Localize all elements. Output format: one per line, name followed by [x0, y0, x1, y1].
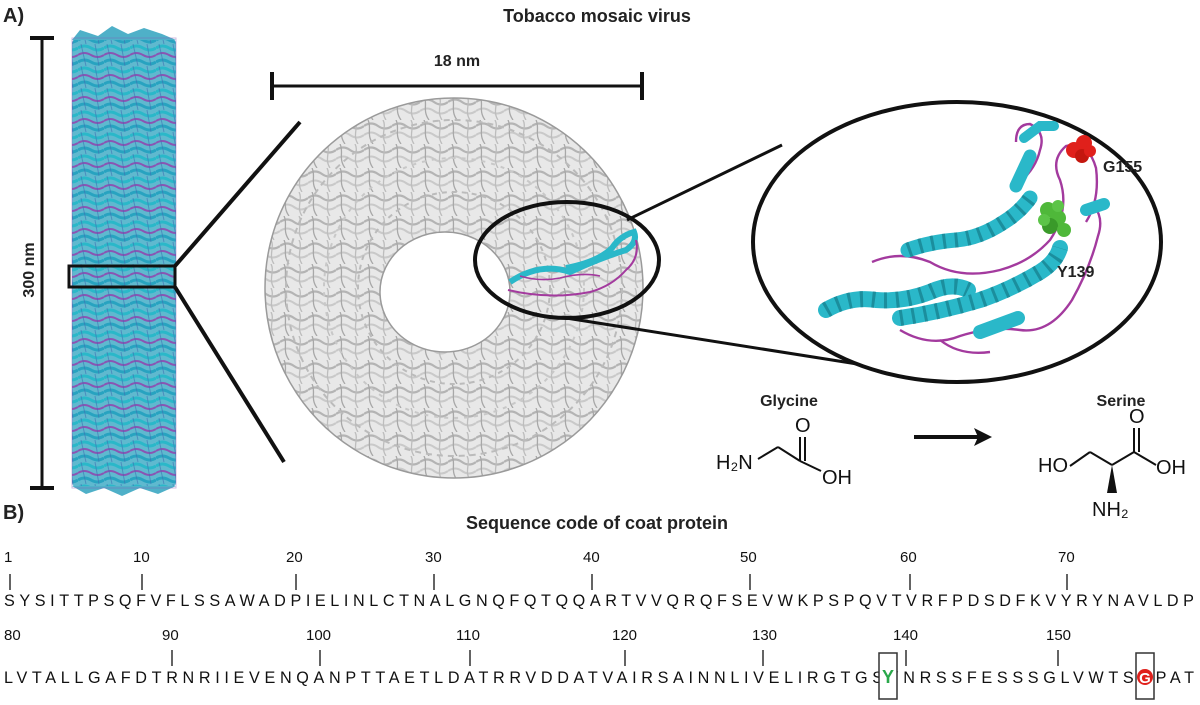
seq-number: 90: [162, 627, 179, 644]
seq-number: 20: [286, 549, 303, 566]
serine-ho: HO: [1038, 455, 1068, 477]
y139-residue-spheres: [1038, 200, 1071, 237]
seq-number: 50: [740, 549, 757, 566]
seq-number: 100: [306, 627, 331, 644]
seq-number: 110: [456, 627, 480, 644]
seq-number: 120: [612, 627, 637, 644]
sequence-row-1-numbers: 1 10 20 30 40 50 60 70: [4, 549, 1075, 566]
virus-rod: [71, 26, 177, 496]
seq-number: 40: [583, 549, 600, 566]
glycine-structure: H₂N O OH: [716, 415, 852, 489]
highlight-g155: G: [1135, 652, 1155, 700]
sequence-row-2: LVTALLGAFDTRNRIIEVENQANPTTAETLDATRRVDDAT…: [4, 669, 1194, 687]
g155-residue-spheres: [1066, 135, 1096, 163]
highlight-g155-letter: G: [1139, 670, 1151, 687]
seq-number: 150: [1046, 627, 1071, 644]
sequence-row-1: SYSITTPSQFVFLSSAWADPIELINLCTNALGNQFQTQQA…: [4, 592, 1194, 610]
serine-oh: OH: [1156, 457, 1186, 479]
coat-protein-detail: [751, 100, 1163, 384]
diameter-scale-bar: [270, 72, 644, 100]
g155-label: G155: [1103, 159, 1142, 176]
glycine-o: O: [795, 415, 811, 437]
glycine-name: Glycine: [760, 393, 818, 410]
highlight-y139-letter: Y: [882, 667, 894, 687]
zoom-line-bottom: [173, 285, 286, 464]
reaction-arrow: [914, 428, 992, 446]
seq-number: 30: [425, 549, 442, 566]
panel-b-title: Sequence code of coat protein: [466, 513, 728, 533]
seq-number: 10: [133, 549, 150, 566]
seq-number: 60: [900, 549, 917, 566]
zoom-line-top: [173, 120, 302, 268]
zoom-line-subunit-top: [626, 143, 783, 222]
glycine-h2n: H₂N: [716, 452, 753, 474]
seq-number: 70: [1058, 549, 1075, 566]
sequence-row-2-numbers: 80 90 100 110 120 130 140 150: [4, 627, 1071, 644]
seq-number: 130: [752, 627, 777, 644]
length-scale-bar: [30, 36, 54, 490]
length-scale-label: 300 nm: [21, 242, 38, 297]
diameter-scale-label: 18 nm: [434, 53, 480, 70]
panel-a-label: A): [3, 5, 24, 27]
glycine-oh: OH: [822, 467, 852, 489]
serine-name: Serine: [1097, 393, 1146, 410]
zoom-line-subunit-bottom: [565, 316, 871, 368]
panel-b-label: B): [3, 502, 24, 524]
seq-number: 1: [4, 549, 12, 566]
panel-a-title: Tobacco mosaic virus: [503, 6, 691, 26]
seq-number: 140: [893, 627, 918, 644]
serine-structure: HO O OH NH₂: [1038, 406, 1186, 521]
rod-selection-box: [67, 264, 177, 289]
y139-label: Y139: [1057, 264, 1094, 281]
coat-protein-subunit-small: [507, 228, 638, 297]
highlight-y139: Y: [878, 652, 898, 700]
sequence-row-1-ticks: [9, 574, 1068, 590]
sequence-row-2-ticks: [171, 650, 1059, 666]
seq-number: 80: [4, 627, 21, 644]
serine-nh2: NH₂: [1092, 499, 1129, 521]
virus-disk-cross-section: [264, 97, 644, 479]
serine-o: O: [1129, 406, 1145, 428]
